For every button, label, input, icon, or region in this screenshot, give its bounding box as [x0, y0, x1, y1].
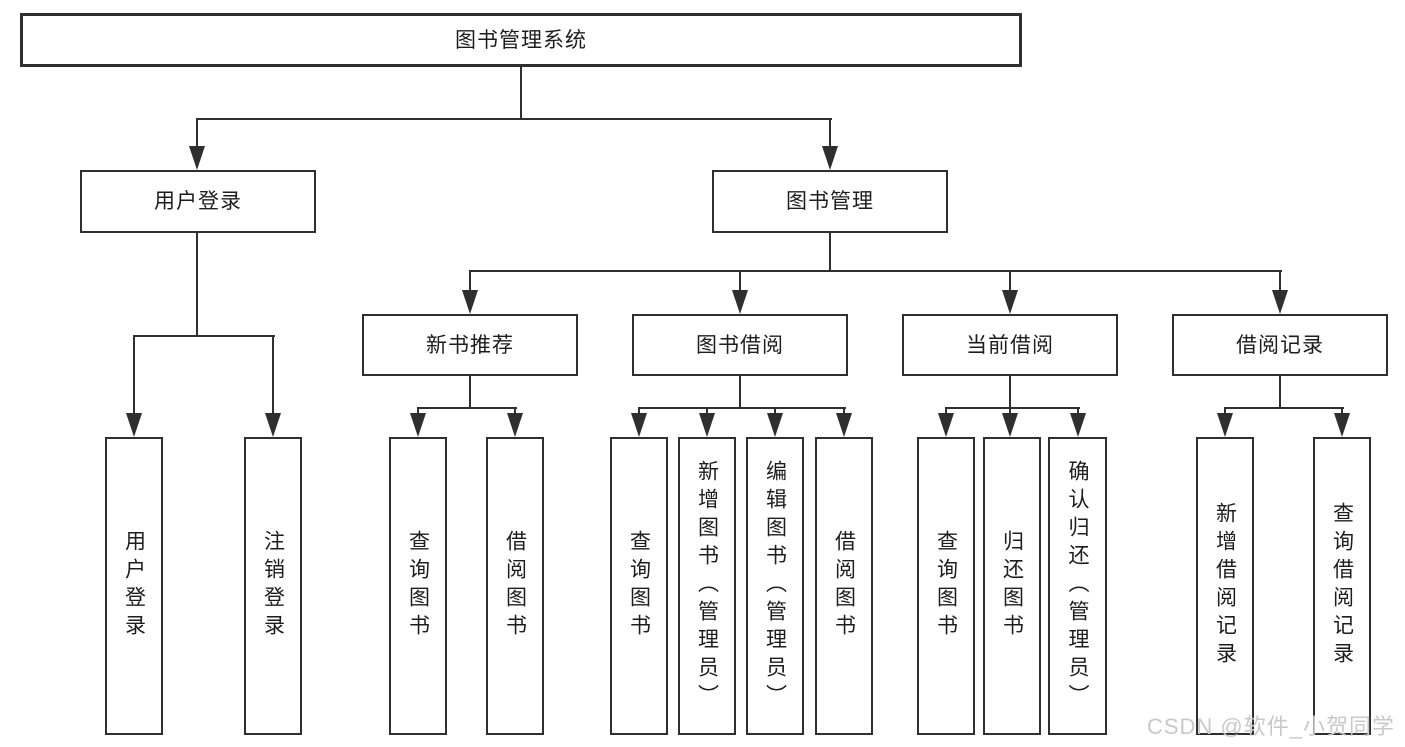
- arrowhead-down-icon: [631, 413, 647, 437]
- leaf-add-books-admin: 新增图书（管理员）: [678, 437, 736, 735]
- node-user-login: 用户登录: [80, 170, 316, 233]
- arrowhead-down-icon: [1002, 290, 1018, 314]
- node-book-borrow: 图书借阅: [632, 314, 848, 376]
- connector-rail: [196, 118, 832, 120]
- node-current-borrow: 当前借阅: [902, 314, 1118, 376]
- arrowhead-down-icon: [462, 290, 478, 314]
- node-book-management: 图书管理: [712, 170, 948, 233]
- leaf-query-books-recommend: 查询图书: [389, 437, 447, 735]
- arrowhead-down-icon: [822, 146, 838, 170]
- arrowhead-down-icon: [1272, 290, 1288, 314]
- connector-stem: [469, 272, 471, 292]
- connector-stem: [1341, 409, 1343, 415]
- connector-stem: [829, 120, 831, 148]
- arrowhead-down-icon: [1217, 413, 1233, 437]
- connector-stem: [469, 376, 471, 409]
- connector-rail: [469, 270, 1282, 272]
- leaf-query-books-current: 查询图书: [917, 437, 975, 735]
- connector-stem: [514, 409, 516, 415]
- connector-stem: [1279, 272, 1281, 292]
- connector-stem: [1224, 409, 1226, 415]
- connector-rail: [1224, 407, 1344, 409]
- connector-stem: [1279, 376, 1281, 409]
- connector-rail: [945, 407, 1080, 409]
- connector-stem: [945, 409, 947, 415]
- node-library-system: 图书管理系统: [20, 13, 1022, 67]
- leaf-logout: 注销登录: [244, 437, 302, 735]
- connector-stem: [843, 409, 845, 415]
- connector-stem: [706, 409, 708, 415]
- leaf-borrow-books: 借阅图书: [815, 437, 873, 735]
- connector-stem: [520, 67, 522, 120]
- connector-stem: [133, 337, 135, 415]
- connector-stem: [774, 409, 776, 415]
- arrowhead-down-icon: [836, 413, 852, 437]
- leaf-confirm-return-admin: 确认归还（管理员）: [1048, 437, 1107, 735]
- leaf-add-borrow-record: 新增借阅记录: [1196, 437, 1254, 735]
- connector-stem: [739, 376, 741, 409]
- connector-stem: [1009, 409, 1011, 415]
- watermark: CSDN @软件_小贺同学: [1146, 714, 1395, 739]
- leaf-edit-books-admin: 编辑图书（管理员）: [746, 437, 804, 735]
- leaf-user-login: 用户登录: [105, 437, 163, 735]
- arrowhead-down-icon: [265, 413, 281, 437]
- connector-stem: [196, 120, 198, 148]
- arrowhead-down-icon: [1070, 413, 1086, 437]
- arrowhead-down-icon: [189, 146, 205, 170]
- leaf-borrow-books-recommend: 借阅图书: [486, 437, 544, 735]
- arrowhead-down-icon: [699, 413, 715, 437]
- leaf-query-borrow-record: 查询借阅记录: [1313, 437, 1371, 735]
- arrowhead-down-icon: [732, 290, 748, 314]
- connector-rail: [638, 407, 846, 409]
- arrowhead-down-icon: [938, 413, 954, 437]
- arrowhead-down-icon: [1334, 413, 1350, 437]
- arrowhead-down-icon: [507, 413, 523, 437]
- connector-stem: [417, 409, 419, 415]
- arrowhead-down-icon: [410, 413, 426, 437]
- connector-stem: [272, 337, 274, 415]
- leaf-query-books-borrow: 查询图书: [610, 437, 668, 735]
- connector-rail: [133, 335, 275, 337]
- connector-stem: [1077, 409, 1079, 415]
- connector-stem: [829, 233, 831, 272]
- node-borrow-records: 借阅记录: [1172, 314, 1388, 376]
- arrowhead-down-icon: [767, 413, 783, 437]
- leaf-return-books: 归还图书: [983, 437, 1041, 735]
- arrowhead-down-icon: [126, 413, 142, 437]
- connector-stem: [1009, 376, 1011, 409]
- connector-stem: [638, 409, 640, 415]
- connector-stem: [1009, 272, 1011, 292]
- connector-rail: [417, 407, 517, 409]
- connector-stem: [739, 272, 741, 292]
- node-new-book-recommend: 新书推荐: [362, 314, 578, 376]
- arrowhead-down-icon: [1002, 413, 1018, 437]
- connector-stem: [196, 233, 198, 337]
